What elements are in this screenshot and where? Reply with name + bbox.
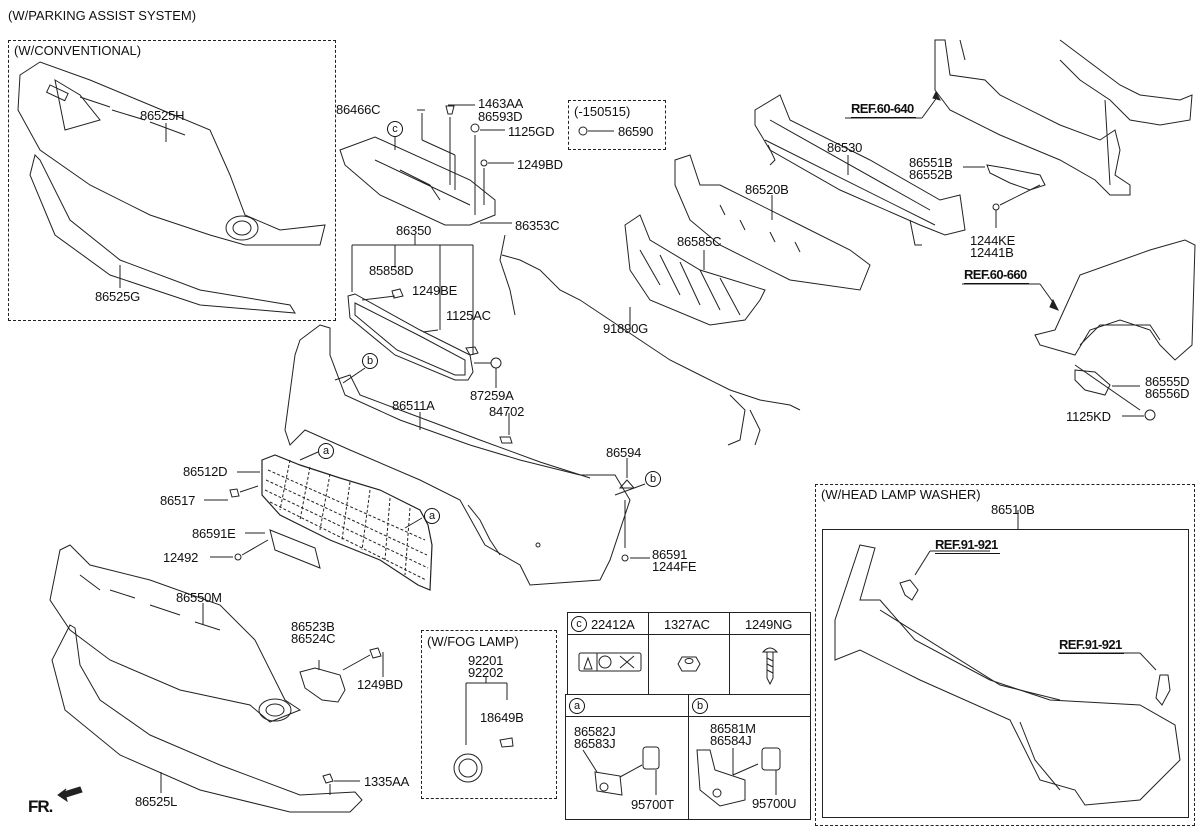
part-86525L[interactable]: 86525L	[135, 794, 178, 809]
bumper-cover-86511A-drawing	[284, 324, 631, 586]
fog-lamp-drawing	[453, 753, 483, 783]
part-86466C[interactable]: 86466C	[336, 102, 381, 117]
group-conventional	[8, 40, 336, 321]
wiring-91890G-drawing	[499, 234, 801, 446]
part-92201-92202[interactable]: 92201 92202	[468, 653, 504, 680]
lower-trim-86550M-drawing	[49, 544, 302, 723]
part-86510B[interactable]: 86510B	[991, 502, 1035, 517]
table-part-95700U[interactable]: 95700U	[752, 796, 797, 811]
part-1125KD[interactable]: 1125KD	[1066, 409, 1111, 424]
diagram-title: (W/PARKING ASSIST SYSTEM)	[8, 8, 197, 23]
table-part-95700T[interactable]: 95700T	[631, 797, 674, 812]
part-18649B[interactable]: 18649B	[480, 710, 524, 725]
part-84702[interactable]: 84702	[489, 404, 525, 419]
table-callout-b: b	[692, 698, 708, 714]
part-85858D[interactable]: 85858D	[369, 263, 414, 278]
group-fog-lamp	[421, 630, 557, 799]
part-86520B[interactable]: 86520B	[745, 182, 789, 197]
part-1463AA[interactable]: 1463AA	[478, 96, 524, 111]
fender-drawing	[1034, 239, 1196, 361]
ref-60-660[interactable]: REF.60-660	[964, 267, 1029, 284]
part-86350[interactable]: 86350	[396, 223, 432, 238]
callout-b[interactable]: b	[362, 353, 378, 369]
radiator-support-drawing	[934, 39, 1193, 196]
part-86591E[interactable]: 86591E	[192, 526, 236, 541]
part-86512D[interactable]: 86512D	[183, 464, 228, 479]
part-86530[interactable]: 86530	[827, 140, 863, 155]
part-1125AC[interactable]: 1125AC	[446, 308, 491, 323]
part-86517[interactable]: 86517	[160, 493, 196, 508]
part-86525H[interactable]: 86525H	[140, 108, 185, 123]
part-86550M[interactable]: 86550M	[176, 590, 222, 605]
group-fog-lamp-label: (W/FOG LAMP)	[427, 634, 519, 649]
part-86353C[interactable]: 86353C	[515, 218, 560, 233]
lower-trim-86525H-drawing	[17, 61, 326, 246]
group-head-lamp-washer-label: (W/HEAD LAMP WASHER)	[821, 487, 981, 502]
assembly-86510B-frame	[822, 529, 1189, 818]
beam-86530-drawing	[754, 94, 966, 246]
lip-86525G-drawing	[29, 154, 296, 314]
part-86525G[interactable]: 86525G	[95, 289, 141, 304]
table-callout-c: c	[571, 616, 587, 632]
part-86593D[interactable]: 86593D	[478, 109, 523, 124]
lip-86525L-drawing	[51, 624, 363, 813]
ref-91-921-lower[interactable]: REF.91-921	[1059, 637, 1124, 654]
table-part-1249NG[interactable]: 1249NG	[745, 617, 793, 632]
part-87259A[interactable]: 87259A	[470, 388, 514, 403]
table-part-1327AC[interactable]: 1327AC	[664, 617, 710, 632]
callout-c[interactable]: c	[387, 121, 403, 137]
table-part-86581M-86584J[interactable]: 86581M 86584J	[710, 721, 756, 748]
mesh-grille-86512D-drawing	[261, 454, 433, 591]
part-86591-1244FE[interactable]: 86591 1244FE	[652, 547, 697, 574]
part-1249BD-lower[interactable]: 1249BD	[357, 677, 403, 692]
part-1249BD-upper[interactable]: 1249BD	[517, 157, 563, 172]
front-direction-label: FR.	[28, 797, 53, 816]
part-91890G[interactable]: 91890G	[603, 321, 649, 336]
table-part-22412A[interactable]: 22412A	[591, 617, 635, 632]
front-arrow-icon	[57, 786, 83, 803]
part-86555D-86556D[interactable]: 86555D 86556D	[1145, 374, 1190, 401]
part-1125GD[interactable]: 1125GD	[508, 124, 555, 139]
fog-cover-drawing	[299, 667, 346, 703]
bumper-cover-86510B-drawing	[834, 544, 1181, 806]
table-callout-a: a	[569, 698, 585, 714]
ref-60-640[interactable]: REF.60-640	[851, 101, 916, 118]
ref-91-921-upper[interactable]: REF.91-921	[935, 537, 1000, 554]
grille-86350-drawing	[347, 293, 474, 381]
table-subheader-row	[565, 694, 811, 717]
part-86511A[interactable]: 86511A	[392, 398, 435, 413]
part-86551B-86552B[interactable]: 86551B 86552B	[909, 155, 953, 182]
part-1249BE[interactable]: 1249BE	[412, 283, 458, 298]
group-date-range	[568, 100, 666, 150]
bracket-86585C-drawing	[624, 214, 766, 326]
part-86594[interactable]: 86594	[606, 445, 642, 460]
part-86585C[interactable]: 86585C	[677, 234, 722, 249]
group-date-range-label: (-150515)	[574, 104, 631, 119]
part-1244KE-12441B[interactable]: 1244KE 12441B	[970, 233, 1016, 260]
part-86523B-86524C[interactable]: 86523B 86524C	[291, 619, 336, 646]
table-part-86582J-86583J[interactable]: 86582J 86583J	[574, 724, 616, 751]
table-header-row	[567, 612, 811, 635]
callout-b-right[interactable]: b	[645, 471, 661, 487]
part-12492[interactable]: 12492	[163, 550, 199, 565]
part-86590[interactable]: 86590	[618, 124, 654, 139]
callout-a-upper[interactable]: a	[318, 443, 334, 459]
part-1335AA[interactable]: 1335AA	[364, 774, 410, 789]
absorber-86520B-drawing	[674, 154, 871, 291]
callout-a-lower[interactable]: a	[424, 508, 440, 524]
upper-cover-86353C-drawing	[339, 136, 496, 226]
group-conventional-label: (W/CONVENTIONAL)	[14, 43, 142, 58]
